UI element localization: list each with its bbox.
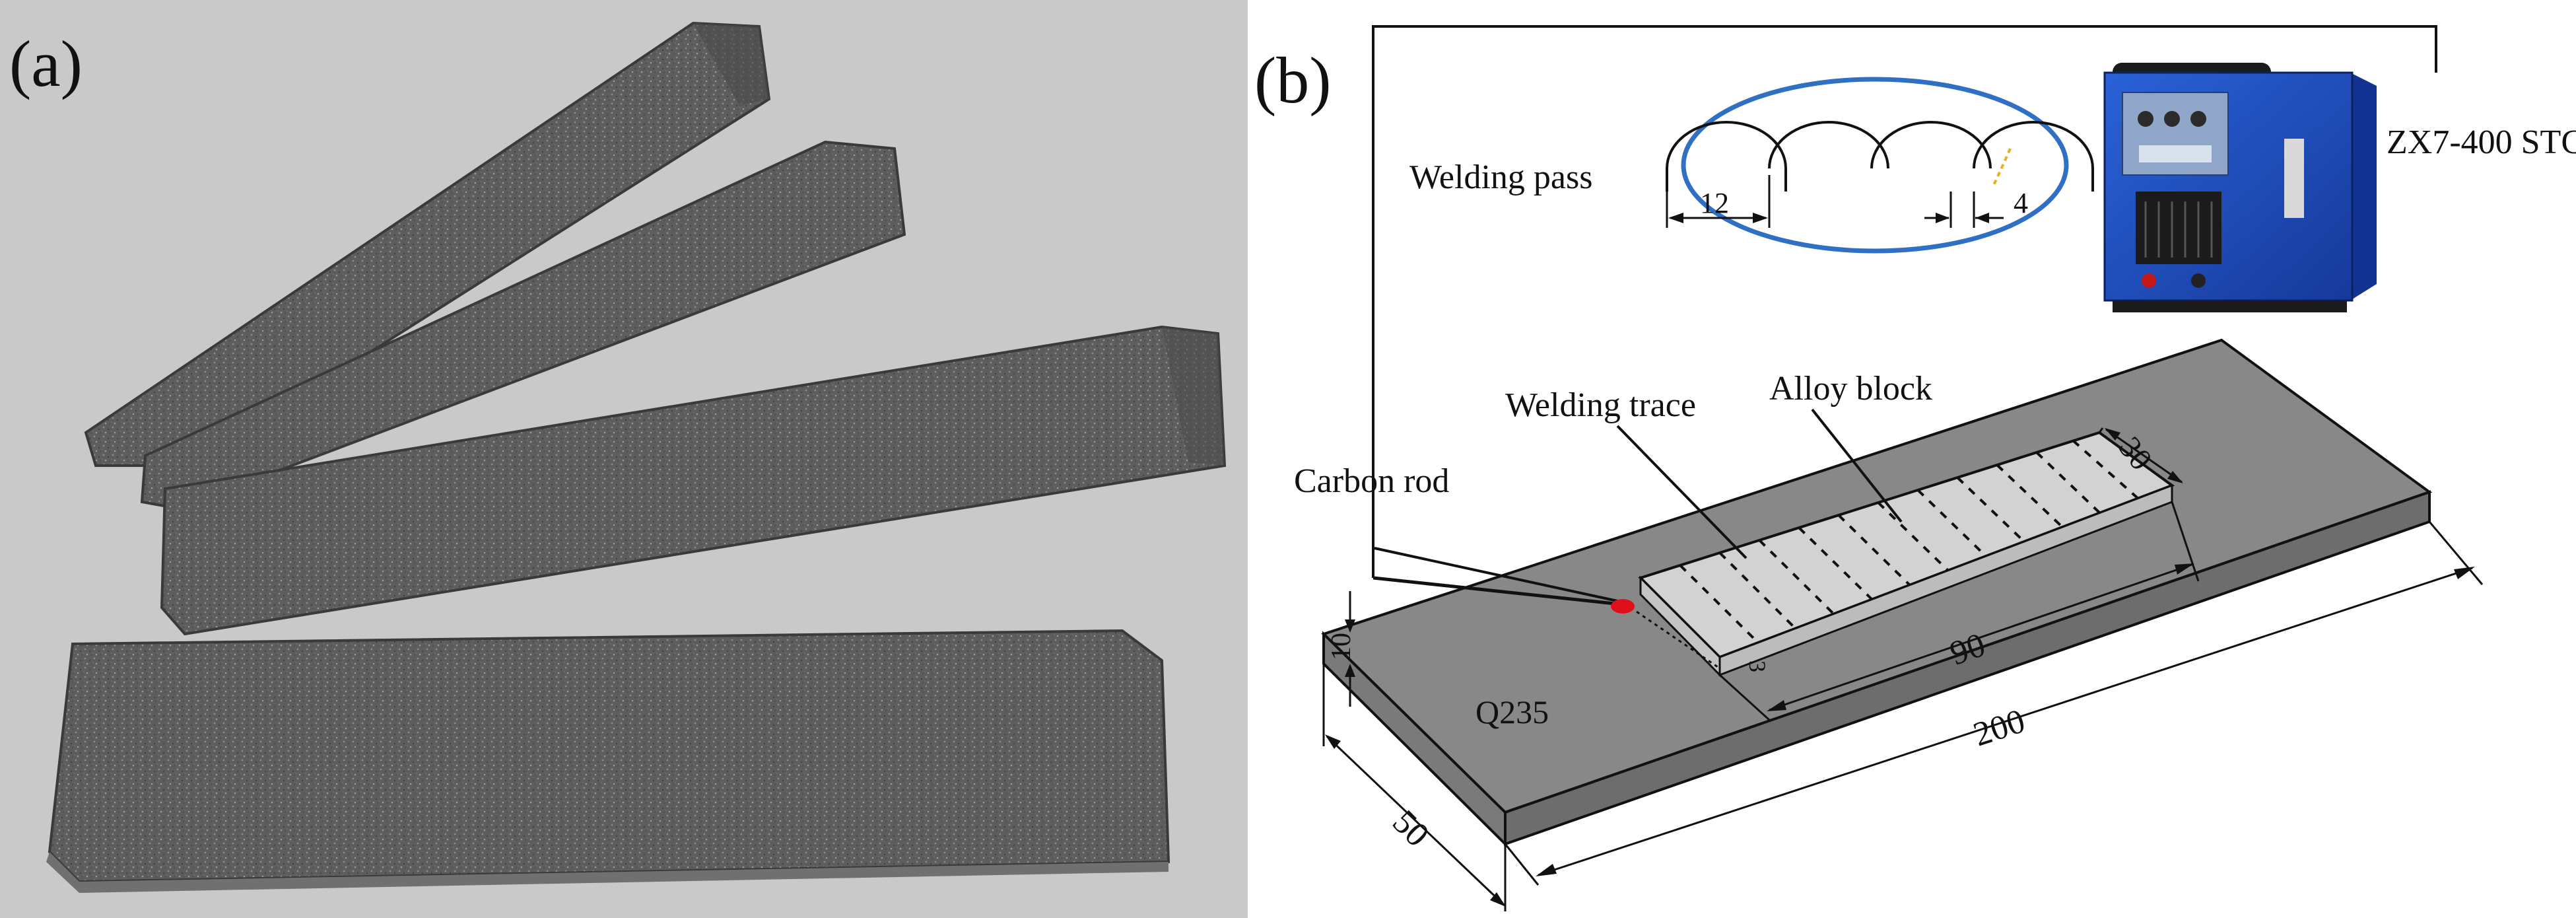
dim-block-length-arrow-2 [2175,563,2194,575]
carbon-rod-label: Carbon rod [1294,462,1449,500]
machine-side [2350,73,2377,300]
dim-plate-thickness-arrow-bottom [1345,664,1355,677]
welding-pass-label: Welding pass [1409,159,1592,196]
dim-block-length-arrow-1 [1767,700,1786,711]
dim-12-arrow-left [1668,213,1683,223]
welding-machine: ZX7-400 STG [2103,63,2576,312]
alloy-bar-4-shadow [46,852,1169,893]
machine-vent-grille [2144,201,2213,258]
machine-brand-plate [2284,139,2304,218]
panel-a: (a) [0,0,1248,918]
alloy-block [1630,431,2175,678]
machine-base [2113,300,2347,312]
dim-block-width-line [2105,428,2183,483]
welding-pass-ellipse [1681,77,2069,254]
dim-plate-width-line [1326,735,1505,906]
panel-b-label: (b) [1254,44,1332,117]
dim-block-thickness-value: 3 [1744,660,1771,672]
weld-overlap-marker [1992,148,2012,186]
alloy-bar-1-edge [693,23,769,106]
dim-12-value: 12 [1700,187,1729,219]
dim-plate-length-arrow-2 [2454,567,2475,579]
dim-4-arrow-left [1936,213,1949,223]
welding-trace-lines [1679,439,2140,644]
dim-block-length-ext-1 [1718,674,1771,721]
dim-plate-width-arrow-2 [1490,892,1506,907]
alloy-block-preheat-trace [1630,606,1720,670]
machine-knob-3 [2190,111,2206,127]
base-material-label: Q235 [1475,693,1549,730]
dim-plate-thickness-arrow-top [1345,619,1355,633]
welding-trace-label: Welding trace [1505,386,1696,424]
dim-plate-thickness-value: 10 [1326,633,1357,660]
dim-4-value: 4 [2014,187,2028,219]
dim-block-width-arrow-2 [2167,471,2183,483]
weld-bead-1 [1666,121,1787,192]
machine-output-terminal-2 [2191,273,2206,288]
carbon-rod [1373,576,1621,606]
alloy-bar-4 [48,629,1170,884]
alloy-bar-3-edge [1162,327,1225,466]
dim-plate-length-ext-1 [1504,843,1540,886]
dim-block-width-arrow-1 [2105,428,2120,441]
welding-trace-leader [1616,425,1747,559]
power-cable-frame [1372,25,2437,578]
weld-bead-4 [1973,121,2094,192]
dim-plate-length-arrow-1 [1536,864,1557,876]
machine-vent-panel [2136,192,2221,264]
machine-model-label: ZX7-400 STG [2387,124,2576,161]
dim-4-arrow-right [1975,213,1989,223]
dim-plate-thickness: 10 [1326,591,1357,707]
dim-12-arrow-right [1753,213,1768,223]
alloy-block-leader [1811,408,1903,523]
carbon-rod-body [1374,547,1618,602]
machine-output-terminal-1 [2142,273,2156,288]
panel-b: (b) Welding pass 12 [1254,25,2576,911]
alloy-block-label: Alloy block [1769,370,1932,407]
panel-a-label: (a) [9,27,83,100]
dim-block-length-line [1769,563,2192,711]
dim-plate-width-arrow-1 [1325,734,1341,749]
machine-display [2139,145,2212,162]
dim-plate-length-line [1538,567,2473,876]
dim-plate-length-value: 200 [1969,702,2029,754]
dim-plate-width-value: 50 [1385,803,1436,854]
dim-plate-length-ext-2 [2428,521,2484,585]
alloy-bar-2 [140,140,906,511]
dim-block-length-ext-2 [2171,501,2200,582]
machine-knob-2 [2164,111,2180,127]
weld-bead-2 [1768,121,1889,169]
machine-front-panel [2122,92,2229,176]
weld-bead-3 [1870,121,1992,169]
welding-pass-inset: Welding pass 12 4 [1409,77,2094,254]
arc-spot [1611,599,1635,614]
machine-knob-1 [2138,111,2153,127]
